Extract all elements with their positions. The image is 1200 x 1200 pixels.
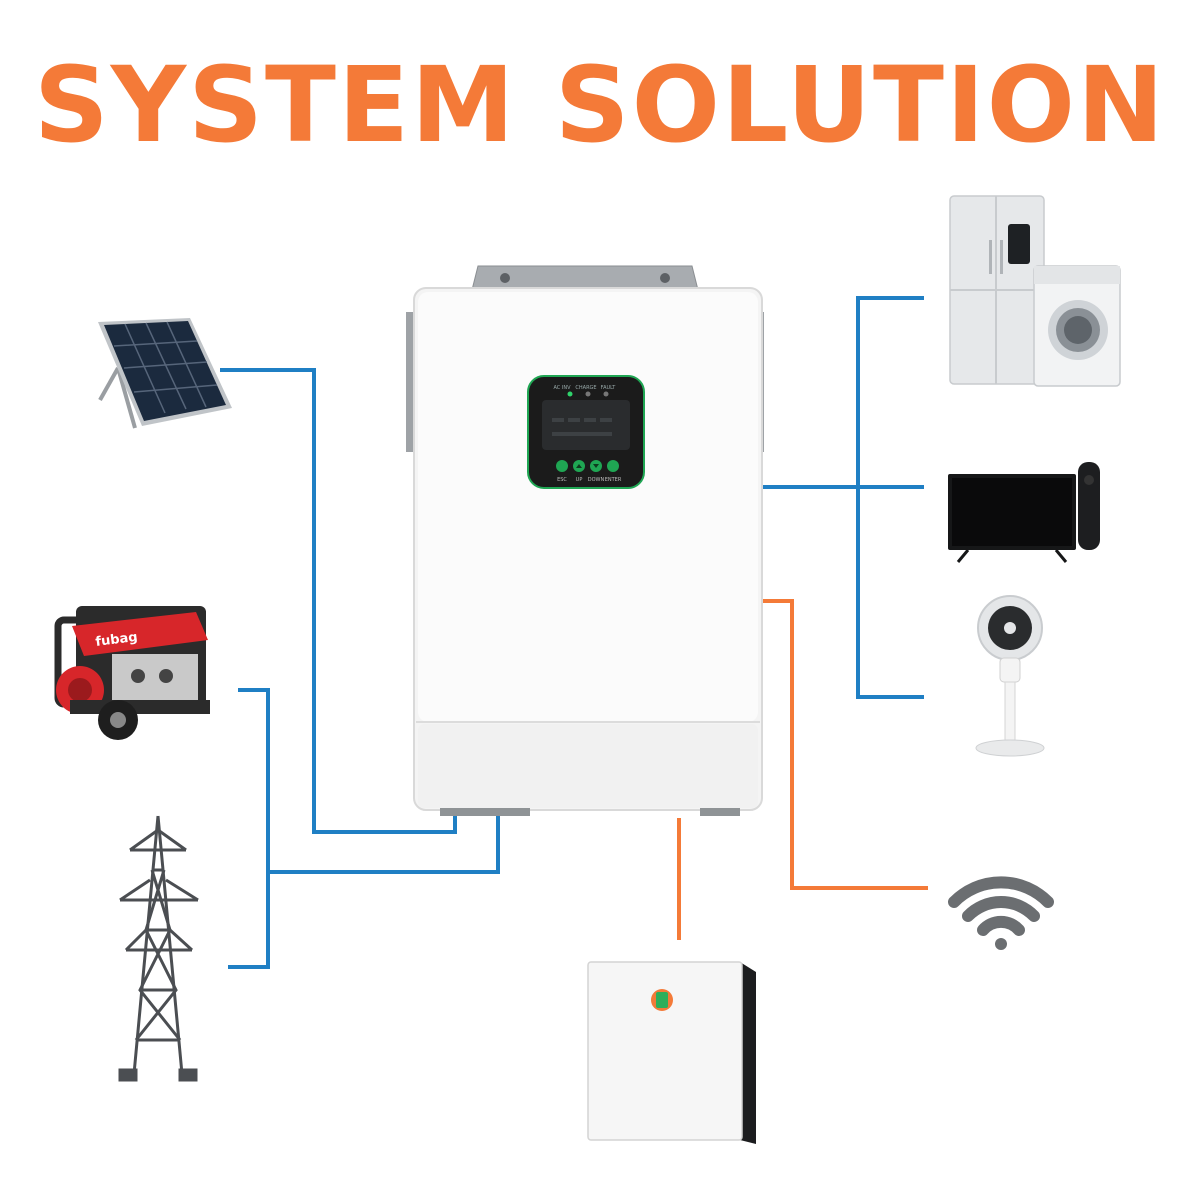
connection-lines — [220, 296, 928, 969]
load-bus-line — [856, 296, 924, 699]
wifi-icon — [948, 876, 1054, 950]
enter-label: ENTER — [605, 477, 622, 483]
generator-line — [238, 688, 270, 872]
enter-button[interactable] — [607, 460, 619, 472]
indicator-fault: FAULT — [601, 385, 617, 391]
solar-panel-icon — [98, 318, 232, 429]
esc-label: ESC — [557, 477, 567, 483]
grid-line — [228, 814, 500, 969]
page-title: SYSTEM SOLUTION — [33, 44, 1167, 166]
transmission-tower-icon — [118, 815, 199, 1082]
generator-icon: fubag — [54, 606, 210, 740]
battery-icon — [587, 961, 756, 1144]
esc-button[interactable] — [556, 460, 568, 472]
fan-icon — [975, 595, 1045, 757]
indicator-charge: CHARGE — [575, 385, 596, 391]
solar-line — [220, 368, 457, 834]
tv-icon — [948, 462, 1100, 563]
up-label: UP — [576, 477, 583, 483]
inverter: AC INV CHARGE FAULT ESC UP DOWN ENTER — [406, 265, 764, 816]
indicator-ac-inv: AC INV — [553, 385, 571, 391]
generator-brand: fubag — [95, 630, 139, 650]
lcd-screen — [542, 400, 630, 450]
wifi-line — [762, 599, 928, 890]
fridge-washer-icon — [949, 195, 1121, 387]
down-label: DOWN — [588, 477, 605, 483]
